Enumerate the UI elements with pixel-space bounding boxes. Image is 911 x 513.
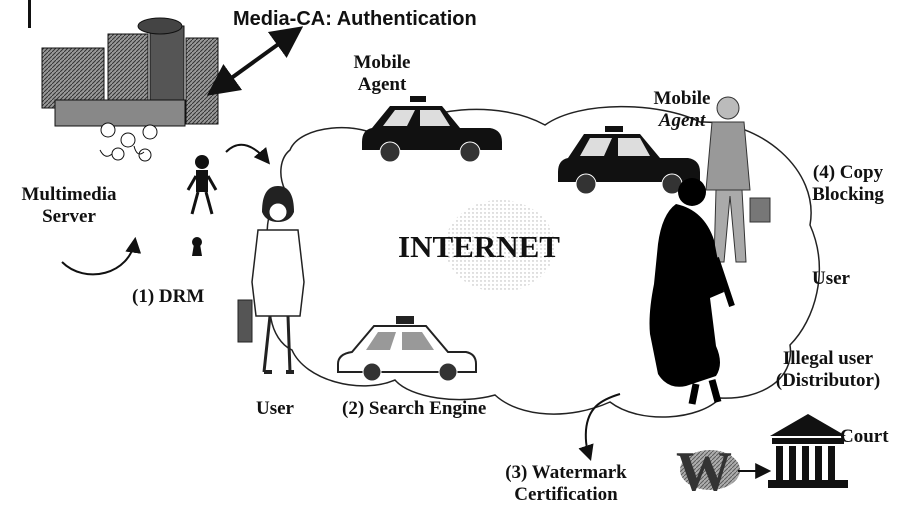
watermark-arrow — [578, 393, 621, 462]
court-building-icon — [768, 414, 848, 488]
mobile-agent-2-label: Mobile Agent — [642, 88, 722, 132]
server-label-arrow — [61, 236, 142, 276]
small-person-icon — [186, 155, 218, 215]
label-line: Certification — [514, 484, 618, 505]
copy-blocking-label: (4) Copy Blocking — [798, 162, 898, 206]
discs-icon — [99, 122, 158, 162]
user-left-label: User — [256, 398, 294, 419]
label-line: Illegal user — [782, 348, 874, 369]
diagram-title: Media-CA: Authentication — [233, 8, 477, 30]
court-label: Court — [840, 426, 889, 447]
keyhole-icon — [192, 237, 202, 256]
ca-double-arrow — [206, 26, 304, 96]
user-right-label: User — [812, 268, 850, 289]
label-line: Mobile — [353, 52, 411, 73]
car-mobile-agent-icon — [362, 96, 502, 163]
margin-bar — [28, 0, 31, 28]
label-line: Mobile — [653, 88, 711, 109]
label-line: Server — [42, 206, 96, 227]
watermark-w-text: W — [676, 441, 732, 503]
internet-haze — [445, 200, 555, 292]
label-line: Agent — [357, 74, 407, 95]
woman-user-icon — [237, 186, 305, 374]
taxi-search-engine-icon — [337, 316, 477, 382]
mobile-agent-1-label: Mobile Agent — [342, 52, 422, 96]
watermark-label: (3) Watermark Certification — [486, 462, 646, 506]
car-mobile-agent-icon — [558, 126, 700, 195]
label-line: Agent — [658, 110, 706, 131]
silhouette-illegal-user-icon — [649, 178, 735, 405]
label-line: Blocking — [812, 184, 884, 205]
label-line: Multimedia — [21, 184, 117, 205]
server-to-internet-arrow — [225, 143, 271, 165]
multimedia-server-label: Multimedia Server — [4, 184, 134, 228]
search-engine-label: (2) Search Engine — [342, 398, 487, 419]
drm-label: (1) DRM — [132, 286, 205, 307]
label-line: (4) Copy — [812, 162, 884, 183]
internet-label: INTERNET — [398, 229, 560, 264]
illegal-user-label: Illegal user (Distributor) — [758, 348, 898, 392]
server-cluster-icon — [41, 17, 219, 127]
label-line: (Distributor) — [775, 370, 881, 391]
watermark-symbol: W — [676, 441, 740, 503]
label-line: (3) Watermark — [505, 462, 627, 483]
